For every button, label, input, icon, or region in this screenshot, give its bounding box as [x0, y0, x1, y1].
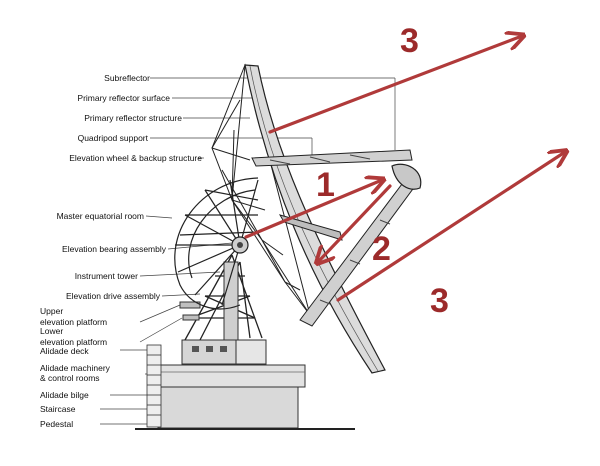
label-upper-platform-line1: Upper: [40, 306, 64, 316]
elevation-wheel: [174, 177, 259, 310]
elevation-platforms: [179, 301, 201, 321]
label-alidade-bilge: Alidade bilge: [40, 390, 89, 400]
primary-reflector-surface: [244, 64, 386, 374]
path-number-3-bottom: 3: [430, 282, 449, 320]
label-instrument-tower: Instrument tower: [74, 271, 138, 281]
label-quadripod-support: Quadripod support: [77, 133, 148, 143]
arrow-2: [318, 184, 392, 262]
alidade-deck: [181, 339, 267, 365]
label-subreflector: Subreflector: [104, 73, 150, 83]
path-number-2: 2: [372, 230, 391, 268]
staircase: [146, 344, 162, 428]
arrow-1: [244, 180, 382, 239]
label-alidade-deck: Alidade deck: [40, 346, 89, 356]
instrument-tower: [223, 261, 239, 341]
leader-lines: [100, 77, 396, 425]
label-lower-platform-line1: Lower: [40, 326, 64, 336]
label-master-equatorial-room: Master equatorial room: [56, 211, 144, 221]
alidade-machinery-rooms: [159, 364, 306, 388]
quadripod-support: [251, 149, 419, 327]
elevation-bearing: [231, 236, 249, 254]
label-lower-platform-line2: elevation platform: [40, 337, 108, 347]
feed-horn: [278, 214, 343, 241]
path-number-1: 1: [316, 166, 335, 204]
label-alidade-machinery-line1: Alidade machinery: [40, 363, 110, 373]
label-pedestal: Pedestal: [40, 419, 74, 429]
label-elevation-drive: Elevation drive assembly: [65, 291, 160, 301]
arrow-3-bottom: [336, 152, 565, 302]
label-alidade-machinery-line2: & control rooms: [40, 373, 100, 383]
label-upper-platform-line2: elevation platform: [40, 317, 108, 327]
subreflector: [391, 163, 422, 190]
path-number-3-top: 3: [400, 22, 419, 60]
label-staircase: Staircase: [40, 404, 76, 414]
label-elevation-wheel: Elevation wheel & backup structure: [69, 153, 202, 163]
arrow-3-top: [268, 36, 522, 134]
label-primary-reflector-structure: Primary reflector structure: [84, 113, 182, 123]
signal-path-arrows: [244, 36, 565, 302]
label-primary-reflector-surface: Primary reflector surface: [77, 93, 170, 103]
label-elevation-bearing: Elevation bearing assembly: [62, 244, 166, 254]
pedestal: [135, 384, 355, 430]
